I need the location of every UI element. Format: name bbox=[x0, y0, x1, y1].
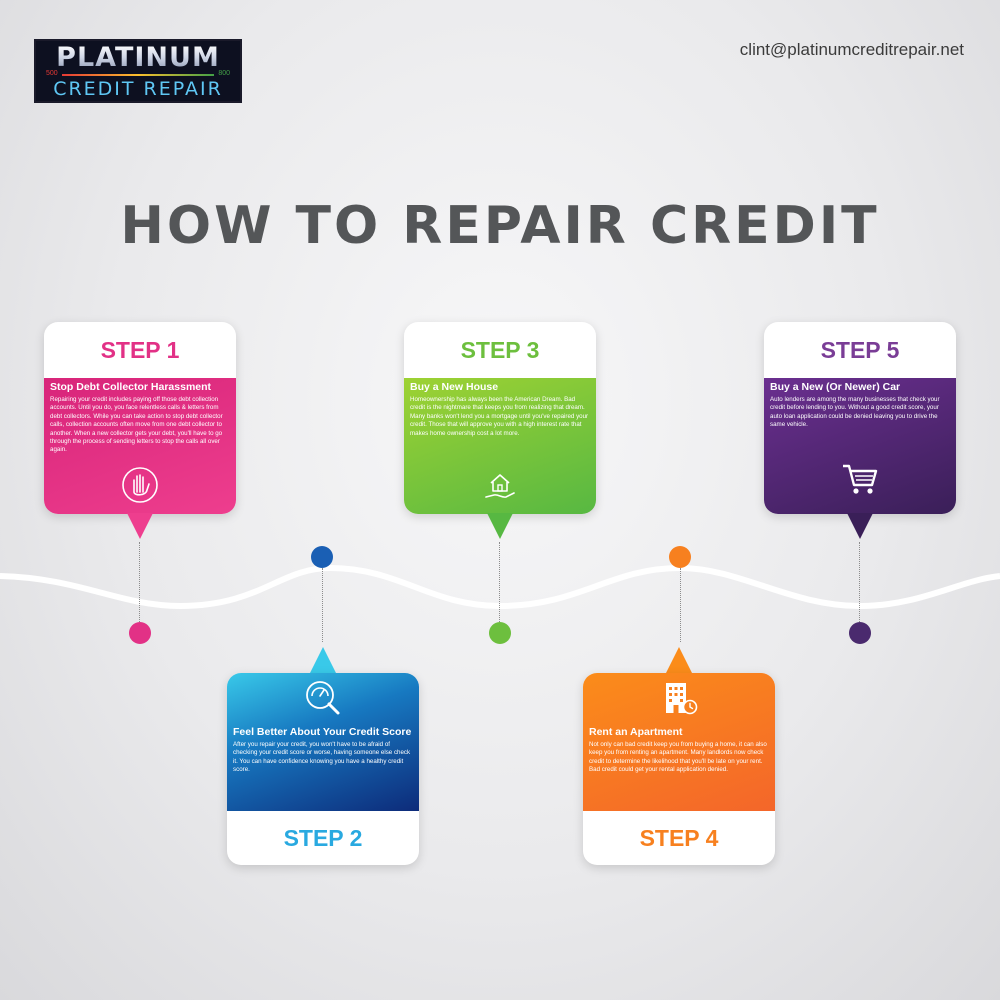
step-2-text: After you repair your credit, you won't … bbox=[233, 741, 411, 774]
step-5-dot bbox=[849, 622, 871, 644]
step-3-connector bbox=[499, 542, 500, 622]
step-2-card: Feel Better About Your Credit Score Afte… bbox=[227, 673, 419, 865]
step-4-connector bbox=[680, 568, 681, 642]
step-1-text: Repairing your credit includes paying of… bbox=[50, 396, 223, 454]
score-magnifier-icon bbox=[302, 677, 344, 719]
logo-wordmark: PLATINUM bbox=[56, 41, 220, 73]
apartment-building-icon bbox=[658, 677, 700, 719]
step-5-connector bbox=[859, 542, 860, 622]
step-1-dot bbox=[129, 622, 151, 644]
stop-hand-icon bbox=[119, 464, 161, 506]
house-in-hand-icon bbox=[479, 464, 521, 506]
step-1-pointer bbox=[127, 513, 153, 539]
step-4-text: Not only can bad credit keep you from bu… bbox=[589, 741, 767, 774]
step-1-connector bbox=[139, 542, 140, 622]
step-5-body: Buy a New (Or Newer) Car Auto lenders ar… bbox=[764, 378, 956, 514]
step-5-heading: Buy a New (Or Newer) Car bbox=[770, 381, 901, 393]
page-title: HOW TO REPAIR CREDIT bbox=[120, 196, 880, 256]
step-2-body: Feel Better About Your Credit Score Afte… bbox=[227, 673, 419, 811]
step-1-label: STEP 1 bbox=[100, 336, 180, 363]
step-1-card: STEP 1 Stop Debt Collector Harassment Re… bbox=[44, 322, 236, 514]
logo-gradient-line bbox=[62, 73, 214, 76]
logo-score-bar: 500 800 bbox=[46, 69, 230, 78]
step-4-pointer bbox=[666, 647, 692, 673]
step-3-heading: Buy a New House bbox=[410, 381, 499, 393]
step-2-connector bbox=[322, 568, 323, 642]
step-2-dot bbox=[311, 546, 333, 568]
logo-score-high: 800 bbox=[218, 69, 230, 77]
logo-subtitle: CREDIT REPAIR bbox=[53, 77, 223, 100]
step-1-heading: Stop Debt Collector Harassment bbox=[50, 381, 212, 393]
step-5-text: Auto lenders are among the many business… bbox=[770, 396, 940, 429]
step-4-label: STEP 4 bbox=[639, 824, 719, 851]
step-3-body: Buy a New House Homeownership has always… bbox=[404, 378, 596, 514]
step-3-label: STEP 3 bbox=[460, 336, 540, 363]
step-4-body: Rent an Apartment Not only can bad credi… bbox=[583, 673, 775, 811]
step-3-dot bbox=[489, 622, 511, 644]
step-2-pointer bbox=[310, 647, 336, 673]
step-2-label: STEP 2 bbox=[283, 824, 363, 851]
step-4-dot bbox=[669, 546, 691, 568]
step-2-heading: Feel Better About Your Credit Score bbox=[233, 726, 412, 738]
step-3-text: Homeownership has always been the Americ… bbox=[410, 396, 589, 437]
step-5-card: STEP 5 Buy a New (Or Newer) Car Auto len… bbox=[764, 322, 956, 514]
platinum-logo: PLATINUM 500 800 CREDIT REPAIR bbox=[34, 39, 242, 103]
step-5-pointer bbox=[847, 513, 873, 539]
logo-score-low: 500 bbox=[46, 69, 58, 77]
step-3-card: STEP 3 Buy a New House Homeownership has… bbox=[404, 322, 596, 514]
step-4-heading: Rent an Apartment bbox=[589, 726, 683, 738]
step-5-label: STEP 5 bbox=[820, 336, 900, 363]
shopping-cart-icon bbox=[839, 458, 881, 500]
step-3-pointer bbox=[487, 513, 513, 539]
contact-email[interactable]: clint@platinumcreditrepair.net bbox=[739, 40, 964, 59]
step-4-card: Rent an Apartment Not only can bad credi… bbox=[583, 673, 775, 865]
step-1-body: Stop Debt Collector Harassment Repairing… bbox=[44, 378, 236, 514]
